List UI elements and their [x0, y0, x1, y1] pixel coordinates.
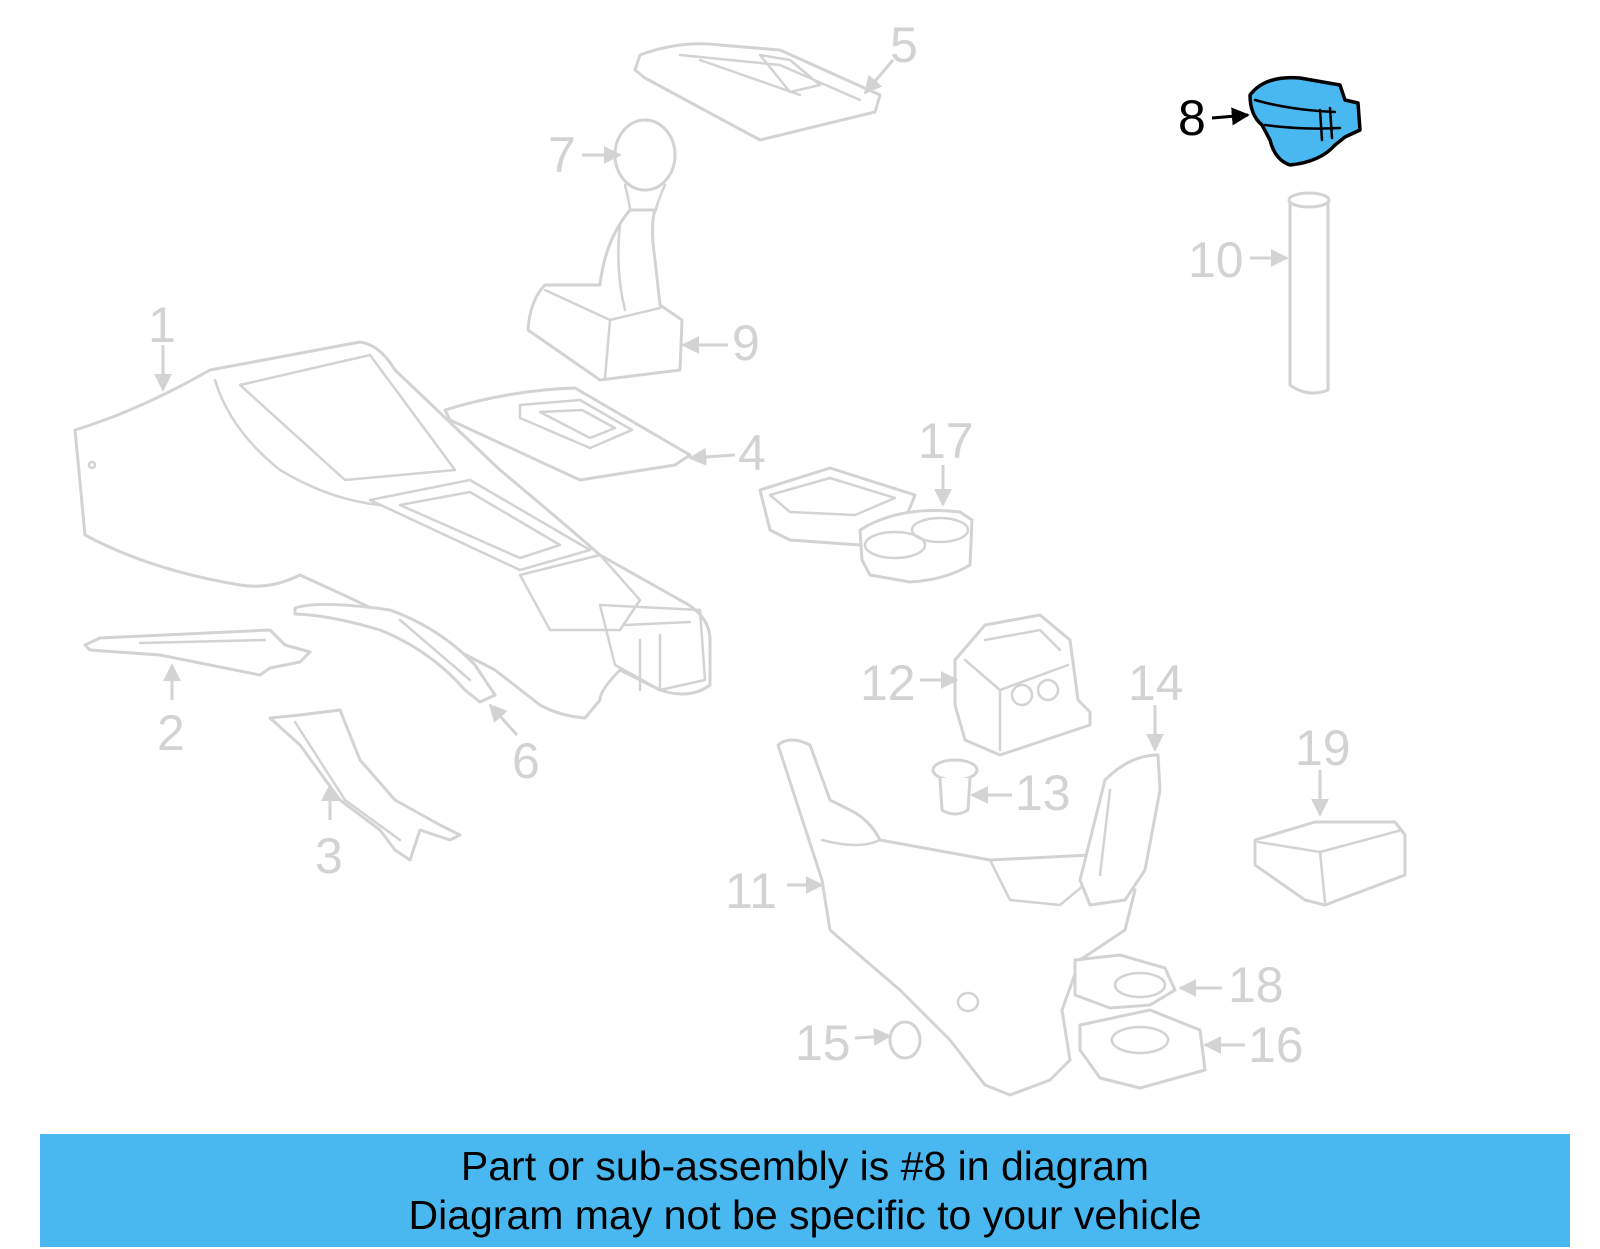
part-6-side-trim [293, 602, 497, 704]
callout-2: 2 [157, 705, 185, 761]
callout-4: 4 [738, 425, 766, 481]
part-12-bracket [953, 613, 1092, 757]
part-18-cup-holder [1073, 953, 1177, 1010]
part-8-highlighted [1248, 75, 1362, 167]
callout-labels: 1 2 3 4 5 6 7 8 9 10 11 12 13 14 15 16 1… [148, 17, 1351, 1073]
callout-18: 18 [1228, 957, 1284, 1013]
part-4-panel [443, 386, 692, 482]
callout-arrows [154, 59, 1329, 1054]
info-banner: Part or sub-assembly is #8 in diagram Di… [40, 1134, 1570, 1247]
callout-3: 3 [315, 828, 343, 884]
part-13-clip [931, 758, 979, 816]
part-9-shift-boot [526, 208, 684, 382]
part-10-tube [1287, 191, 1331, 395]
part-7-shift-knob [613, 118, 677, 214]
callout-13: 13 [1015, 765, 1071, 821]
part-5-shift-plate [633, 42, 882, 142]
callout-10: 10 [1188, 232, 1244, 288]
callout-5: 5 [890, 17, 918, 73]
callout-17: 17 [918, 413, 974, 469]
part-1-center-console [73, 340, 712, 720]
callout-7: 7 [548, 127, 576, 183]
callout-14: 14 [1128, 655, 1184, 711]
banner-line-1: Part or sub-assembly is #8 in diagram [460, 1143, 1150, 1189]
part-2-trim-strip [83, 628, 312, 677]
callout-8: 8 [1178, 90, 1206, 146]
part-16-cup-holder [1078, 1008, 1207, 1090]
callout-19: 19 [1295, 720, 1351, 776]
part-17-tray [758, 466, 974, 584]
callout-15: 15 [795, 1015, 851, 1071]
callout-12: 12 [860, 655, 916, 711]
part-14-armrest [1078, 753, 1162, 907]
banner-line-2: Diagram may not be specific to your vehi… [408, 1192, 1202, 1238]
part-3-bracket [268, 708, 462, 862]
callout-6: 6 [512, 733, 540, 789]
part-11-rear-console [776, 738, 1137, 1097]
callout-11: 11 [725, 863, 777, 919]
callout-16: 16 [1248, 1017, 1304, 1073]
part-19-bin [1253, 820, 1407, 907]
part-15-plug [888, 1020, 922, 1060]
callout-1: 1 [148, 297, 176, 353]
callout-9: 9 [732, 315, 760, 371]
